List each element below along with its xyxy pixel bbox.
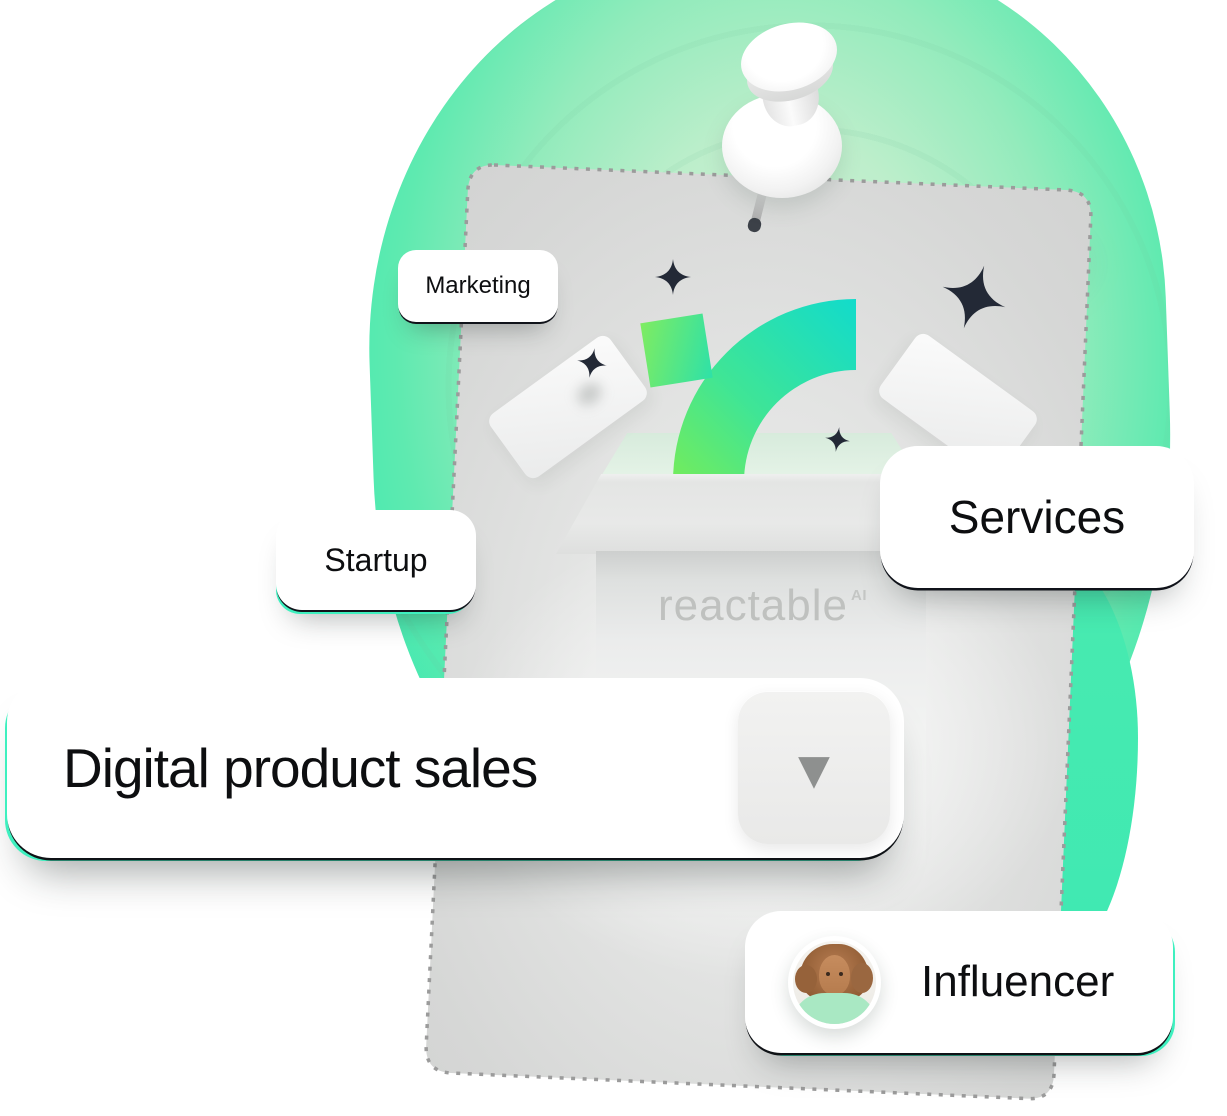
- pushpin-icon: [706, 11, 866, 234]
- background-blob-smudge: [898, 198, 1112, 330]
- dropdown-button[interactable]: ▼: [738, 691, 890, 844]
- tag-startup[interactable]: Startup: [276, 510, 476, 610]
- gradient-square: [640, 313, 713, 388]
- sparkle-icon: [823, 425, 851, 453]
- avatar-sweater: [793, 992, 876, 1024]
- avatar-eye: [839, 971, 843, 976]
- brand-logo-text: reactable: [657, 581, 848, 630]
- tag-startup-label: Startup: [324, 541, 428, 578]
- avatar-hair-curl: [795, 964, 817, 993]
- tag-marketing-label: Marketing: [425, 272, 531, 299]
- tag-influencer[interactable]: Influencer: [745, 911, 1173, 1053]
- tag-influencer-label: Influencer: [921, 957, 1115, 1006]
- avatar-face: [819, 954, 850, 995]
- tag-services[interactable]: Services: [880, 446, 1194, 588]
- sparkle-icon: [655, 259, 691, 295]
- tag-services-label: Services: [948, 491, 1126, 543]
- avatar: [788, 935, 881, 1029]
- category-dropdown-field[interactable]: Digital product sales ▼: [7, 678, 904, 858]
- avatar-photo: [793, 940, 876, 1024]
- dropdown-arrow-icon: ▼: [787, 739, 841, 800]
- tag-marketing[interactable]: Marketing: [398, 250, 558, 322]
- dropdown-selected-value: Digital product sales: [63, 737, 538, 799]
- sparkle-icon: [575, 346, 610, 381]
- avatar-eye: [826, 971, 830, 976]
- avatar-hair-curl: [851, 962, 873, 993]
- brand-logo-superscript: AI: [851, 587, 867, 605]
